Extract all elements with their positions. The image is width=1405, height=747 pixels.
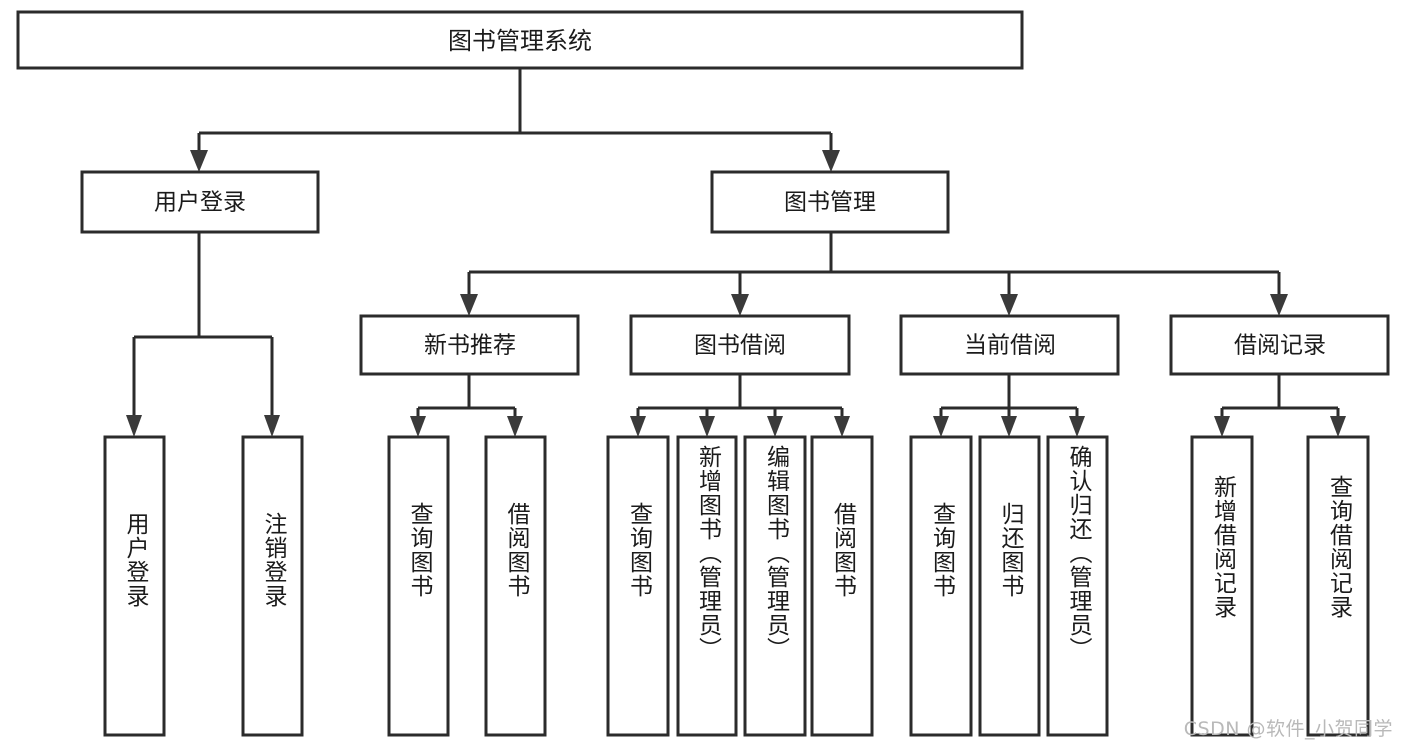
leaf-box-bb-edit-book[interactable] [743, 435, 807, 737]
node-borrow-record[interactable]: 借阅记录 [1169, 314, 1390, 376]
leaf-box-nb-query-book[interactable] [387, 435, 450, 737]
arrow-head-bb-edit-book [767, 416, 783, 437]
node-new-book-recommend-box[interactable] [359, 314, 580, 376]
connector-group-borrow-record [1214, 374, 1346, 437]
connector-group-book-manage [460, 232, 1288, 316]
connector-group-root [190, 68, 840, 172]
leaf-box-cb-confirm-return[interactable] [1046, 435, 1109, 737]
arrow-head-cb-confirm-return [1069, 416, 1085, 437]
leaf-box-bb-borrow-book[interactable] [810, 435, 874, 737]
arrow-head-cb-query-book [933, 416, 949, 437]
node-root[interactable]: 图书管理系统 [16, 10, 1024, 70]
connector-group-new-book-recommend [410, 374, 523, 437]
connector-group-book-borrow [630, 374, 850, 437]
node-root-box[interactable] [16, 10, 1024, 70]
leaf-box-br-add-record[interactable] [1190, 435, 1254, 737]
leaf-box-user-login[interactable] [103, 435, 166, 737]
node-borrow-record-box[interactable] [1169, 314, 1390, 376]
arrow-head-book-borrow [731, 294, 749, 316]
arrow-head-br-add-record [1214, 416, 1230, 437]
arrow-head-nb-query-book [410, 416, 426, 437]
arrow-head-leaf-user-login [126, 415, 142, 437]
connector-group-user-login [126, 232, 280, 437]
leaf-box-cb-return-book[interactable] [978, 435, 1041, 737]
node-user-login-box[interactable] [80, 170, 320, 234]
node-borrow-record-label: 借阅记录 [1234, 333, 1326, 359]
node-book-manage[interactable]: 图书管理 [710, 170, 950, 234]
node-book-borrow-label: 图书借阅 [694, 333, 786, 359]
node-current-borrow-label: 当前借阅 [964, 333, 1056, 359]
arrow-head-current-borrow [1000, 294, 1018, 316]
arrow-head-borrow-record [1270, 294, 1288, 316]
leaf-box-logout[interactable] [241, 435, 304, 737]
node-book-manage-label: 图书管理 [784, 190, 876, 216]
arrow-head-nb-borrow-book [507, 416, 523, 437]
node-new-book-recommend[interactable]: 新书推荐 [359, 314, 580, 376]
node-book-borrow[interactable]: 图书借阅 [629, 314, 851, 376]
leaf-box-br-query-record[interactable] [1306, 435, 1370, 737]
arrow-head-cb-return-book [1001, 416, 1017, 437]
arrow-head-user-login [190, 150, 208, 172]
arrow-head-leaf-logout [264, 415, 280, 437]
leaf-box-cb-query-book[interactable] [909, 435, 973, 737]
arrow-head-bb-add-book [699, 416, 715, 437]
arrow-head-book-manage [822, 150, 840, 172]
node-book-borrow-box[interactable] [629, 314, 851, 376]
arrow-head-bb-query-book [630, 416, 646, 437]
arrow-head-br-query-record [1330, 416, 1346, 437]
node-new-book-recommend-label: 新书推荐 [424, 333, 516, 359]
node-book-manage-box[interactable] [710, 170, 950, 234]
node-root-label: 图书管理系统 [448, 27, 592, 55]
watermark-text: CSDN @软件_小贺同学 [1183, 718, 1393, 740]
arrow-head-bb-borrow-book [834, 416, 850, 437]
node-user-login-label: 用户登录 [154, 190, 246, 216]
connector-group-current-borrow [933, 374, 1085, 437]
leaf-box-bb-add-book[interactable] [676, 435, 738, 737]
leaf-box-nb-borrow-book[interactable] [484, 435, 547, 737]
arrow-head-new-book-recommend [460, 294, 478, 316]
node-current-borrow-box[interactable] [899, 314, 1120, 376]
node-user-login[interactable]: 用户登录 [80, 170, 320, 234]
node-current-borrow[interactable]: 当前借阅 [899, 314, 1120, 376]
leaf-box-bb-query-book[interactable] [606, 435, 670, 737]
